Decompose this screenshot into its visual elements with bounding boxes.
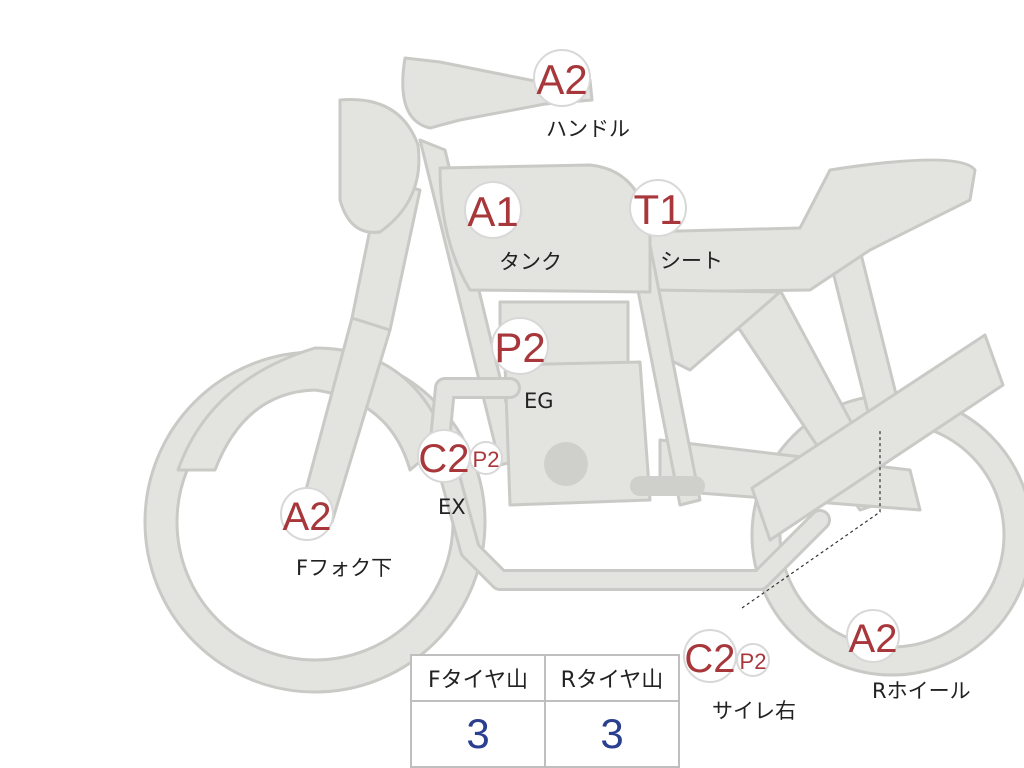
- engine: [498, 300, 705, 507]
- tire-tread-table: Fタイヤ山 Rタイヤ山 3 3: [410, 654, 680, 768]
- grade-badge-handle: A2 ハンドル: [533, 49, 630, 141]
- grade-text: C2: [684, 637, 735, 681]
- point-label: ハンドル: [546, 117, 630, 141]
- grade-badge-engine: P2 EG: [491, 317, 554, 413]
- grade-badge-rwheel: A2 Rホイール: [846, 609, 971, 703]
- grade-text: T1: [633, 186, 682, 233]
- point-label: EG: [524, 389, 554, 413]
- grade-text: A2: [536, 56, 587, 103]
- front-tread-header: Fタイヤ山: [410, 654, 546, 702]
- point-label: シート: [660, 249, 723, 273]
- point-label: タンク: [499, 250, 562, 274]
- grade-text-secondary: P2: [740, 649, 767, 674]
- grade-badge-muffler: C2 P2 サイレ右: [683, 629, 796, 723]
- grade-text: P2: [494, 324, 545, 371]
- grade-badge-seat: T1 シート: [629, 179, 723, 273]
- leader-line: [741, 430, 881, 609]
- headlight: [338, 98, 421, 234]
- grade-badge-fork: A2 Fフォク下: [280, 487, 392, 580]
- rear-tread-header: Rタイヤ山: [544, 654, 680, 702]
- grade-badge-exhaust: C2 P2 EX: [417, 429, 503, 519]
- point-label: Rホイール: [872, 679, 971, 703]
- point-label: Fフォク下: [296, 556, 392, 580]
- rear-tread-value: 3: [544, 700, 680, 768]
- grade-text: C2: [418, 437, 469, 481]
- muffler: [750, 333, 1005, 542]
- seat: [638, 158, 977, 294]
- front-tread-value: 3: [410, 700, 546, 768]
- grade-text: A2: [849, 617, 898, 661]
- grade-text: A1: [467, 188, 518, 235]
- point-label: サイレ右: [712, 699, 796, 723]
- grade-badge-tank: A1 タンク: [464, 181, 562, 274]
- grade-text-secondary: P2: [473, 447, 500, 472]
- point-label: EX: [438, 495, 466, 519]
- grade-text: A2: [283, 495, 332, 539]
